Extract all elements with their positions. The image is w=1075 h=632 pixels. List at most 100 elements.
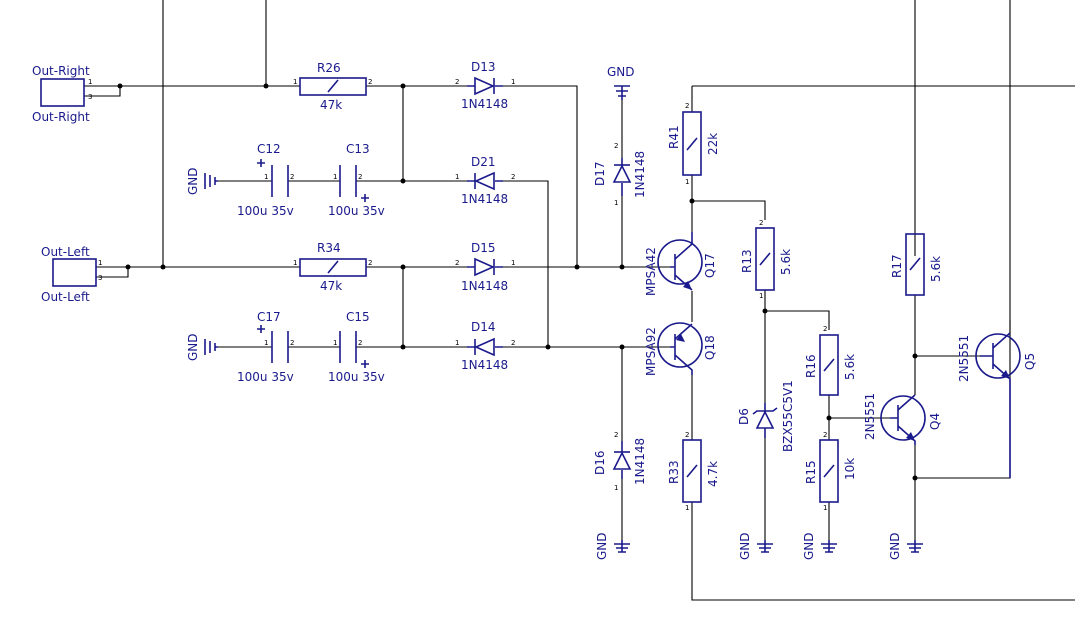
diode-value: 1N4148 xyxy=(461,279,508,293)
ground-symbol: GND xyxy=(186,333,218,361)
pin-number: 1 xyxy=(98,259,102,267)
diode-ref: D21 xyxy=(471,155,496,169)
resistor-value: 22k xyxy=(706,133,720,155)
diode-d13: D13 1N4148 2 1 xyxy=(455,60,515,111)
capacitor-value: 100u 35v xyxy=(328,370,385,384)
diode-d15: D15 1N4148 2 1 xyxy=(455,241,515,293)
pin-number: 2 xyxy=(511,173,515,181)
pin-number: 1 xyxy=(264,339,268,347)
capacitor-ref: C17 xyxy=(257,310,281,324)
pin-number: 2 xyxy=(368,78,372,86)
transistor-value: MPSA92 xyxy=(644,327,658,376)
wires xyxy=(84,0,1075,601)
diode-value: 1N4148 xyxy=(461,192,508,206)
pin-number: 2 xyxy=(455,78,459,86)
capacitor-ref: C12 xyxy=(257,142,281,156)
transistor-q17-npn: MPSA42 Q17 xyxy=(644,232,717,296)
transistor-q5-npn: 2N5551 Q5 xyxy=(957,332,1037,478)
resistor-ref: R26 xyxy=(317,61,341,75)
ground-symbol: GND xyxy=(738,532,773,560)
pin-number: 2 xyxy=(823,431,827,439)
ground-label: GND xyxy=(607,65,635,79)
resistor-r34: R34 47k 1 2 xyxy=(293,241,372,293)
resistor-value: 47k xyxy=(320,98,342,112)
resistor-value: 5.6k xyxy=(929,256,943,282)
capacitor-value: 100u 35v xyxy=(328,204,385,218)
pin-number: 1 xyxy=(264,173,268,181)
ground-label: GND xyxy=(888,532,902,560)
pin-number: 2 xyxy=(614,142,618,150)
diode-d17: D17 1N4148 2 1 xyxy=(593,142,647,207)
pin-number: 1 xyxy=(614,199,618,207)
resistor-r33: R33 4.7k 2 1 xyxy=(667,431,720,512)
connector-out-right: Out-Right Out-Right 1 3 xyxy=(32,64,92,124)
transistor-ref: Q18 xyxy=(703,335,717,360)
pin-number: 2 xyxy=(358,173,362,181)
diode-value: 1N4148 xyxy=(461,358,508,372)
resistor-ref: R17 xyxy=(890,254,904,278)
pin-number: 1 xyxy=(333,173,337,181)
resistor-value: 4.7k xyxy=(706,461,720,487)
pin-number: 2 xyxy=(759,219,763,227)
diode-d6-zener: D6 BZX55C5V1 xyxy=(737,380,795,452)
resistor-ref: R13 xyxy=(740,249,754,273)
diode-value: 1N4148 xyxy=(461,97,508,111)
pin-number: 1 xyxy=(88,78,92,86)
pin-number: 1 xyxy=(823,504,827,512)
pin-number: 3 xyxy=(88,93,92,101)
resistor-ref: R34 xyxy=(317,241,341,255)
transistor-value: MPSA42 xyxy=(644,247,658,296)
resistor-r41: R41 22k 2 1 xyxy=(667,102,720,186)
capacitor-c17: C17 100u 35v 1 2 xyxy=(237,310,294,384)
pin-number: 2 xyxy=(368,259,372,267)
resistor-ref: R41 xyxy=(667,125,681,149)
resistor-value: 5.6k xyxy=(843,354,857,380)
capacitor-c15: C15 100u 35v 1 2 xyxy=(328,310,385,384)
connector-value: Out-Left xyxy=(41,290,90,304)
transistor-q4-npn: 2N5551 Q4 xyxy=(863,393,942,445)
resistor-r15: R15 10k 2 1 xyxy=(804,431,857,512)
pin-number: 2 xyxy=(823,325,827,333)
pin-number: 2 xyxy=(685,431,689,439)
ground-label: GND xyxy=(738,532,752,560)
resistor-value: 47k xyxy=(320,279,342,293)
pin-number: 2 xyxy=(614,431,618,439)
ground-label: GND xyxy=(186,333,200,361)
pin-number: 2 xyxy=(685,102,689,110)
diode-ref: D16 xyxy=(593,450,607,475)
resistor-ref: R33 xyxy=(667,460,681,484)
resistor-r16: R16 5.6k 2 xyxy=(804,325,857,396)
junctions xyxy=(117,83,918,481)
resistor-value: 5.6k xyxy=(779,249,793,275)
capacitor-c12: C12 100u 35v 1 2 xyxy=(237,142,294,218)
diode-ref: D13 xyxy=(471,60,496,74)
ground-label: GND xyxy=(802,532,816,560)
pin-number: 1 xyxy=(333,339,337,347)
pin-number: 1 xyxy=(293,78,297,86)
pin-number: 1 xyxy=(293,259,297,267)
diode-d14: D14 1N4148 1 2 xyxy=(455,320,515,372)
diode-value: BZX55C5V1 xyxy=(781,380,795,452)
diode-ref: D15 xyxy=(471,241,496,255)
pin-number: 1 xyxy=(759,292,763,300)
capacitor-ref: C15 xyxy=(346,310,370,324)
connector-label: Out-Left xyxy=(41,245,90,259)
resistor-r26: R26 47k 1 2 xyxy=(293,61,372,112)
capacitor-c13: C13 100u 35v 1 2 xyxy=(328,142,385,218)
capacitor-value: 100u 35v xyxy=(237,370,294,384)
diode-ref: D14 xyxy=(471,320,496,334)
connector-value: Out-Right xyxy=(32,110,90,124)
diode-value: 1N4148 xyxy=(633,438,647,485)
capacitor-value: 100u 35v xyxy=(237,204,294,218)
pin-number: 1 xyxy=(455,339,459,347)
resistor-r13: R13 5.6k 2 1 xyxy=(740,219,793,300)
ground-label: GND xyxy=(595,532,609,560)
diode-ref: D6 xyxy=(737,408,751,425)
diode-value: 1N4148 xyxy=(633,151,647,198)
transistor-ref: Q17 xyxy=(703,253,717,278)
pin-number: 2 xyxy=(455,259,459,267)
pin-number: 1 xyxy=(455,173,459,181)
capacitor-ref: C13 xyxy=(346,142,370,156)
resistor-r17: R17 5.6k xyxy=(890,233,943,296)
